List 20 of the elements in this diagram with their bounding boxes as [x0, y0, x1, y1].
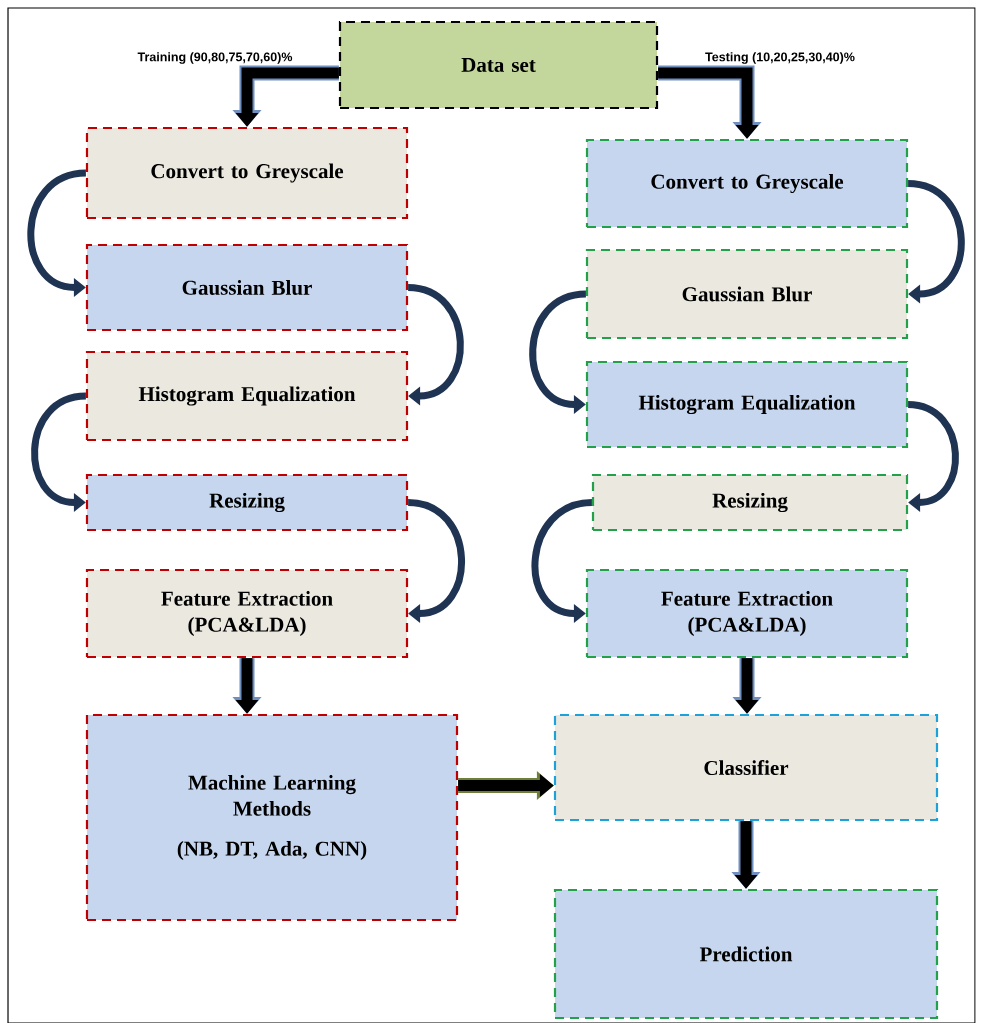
process-box: Machine Learning Methods (NB, DT, Ada, CNN)	[85, 713, 459, 922]
curved-arrow	[907, 401, 959, 512]
process-box: Classifier	[553, 713, 939, 822]
curved-arrow	[407, 499, 465, 623]
process-box: Prediction	[553, 888, 939, 1020]
process-box: Resizing	[85, 473, 409, 532]
process-box: Convert to Greyscale	[85, 126, 409, 220]
process-box: Histogram Equalization	[585, 360, 909, 449]
process-box: Gaussian Blur	[585, 248, 909, 340]
process-box: Convert to Greyscale	[585, 138, 909, 229]
process-box: Feature Extraction (PCA&LDA)	[85, 568, 409, 659]
process-box: Histogram Equalization	[85, 350, 409, 442]
process-box: Data set	[338, 20, 659, 110]
curved-arrow	[407, 284, 464, 406]
process-box: Resizing	[591, 473, 909, 532]
curved-arrow	[907, 180, 965, 304]
edge-label: Testing (10,20,25,30,40)%	[704, 51, 856, 65]
process-box: Gaussian Blur	[85, 243, 409, 332]
process-box: Feature Extraction (PCA&LDA)	[585, 568, 909, 659]
edge-label: Training (90,80,75,70,60)%	[136, 51, 294, 65]
